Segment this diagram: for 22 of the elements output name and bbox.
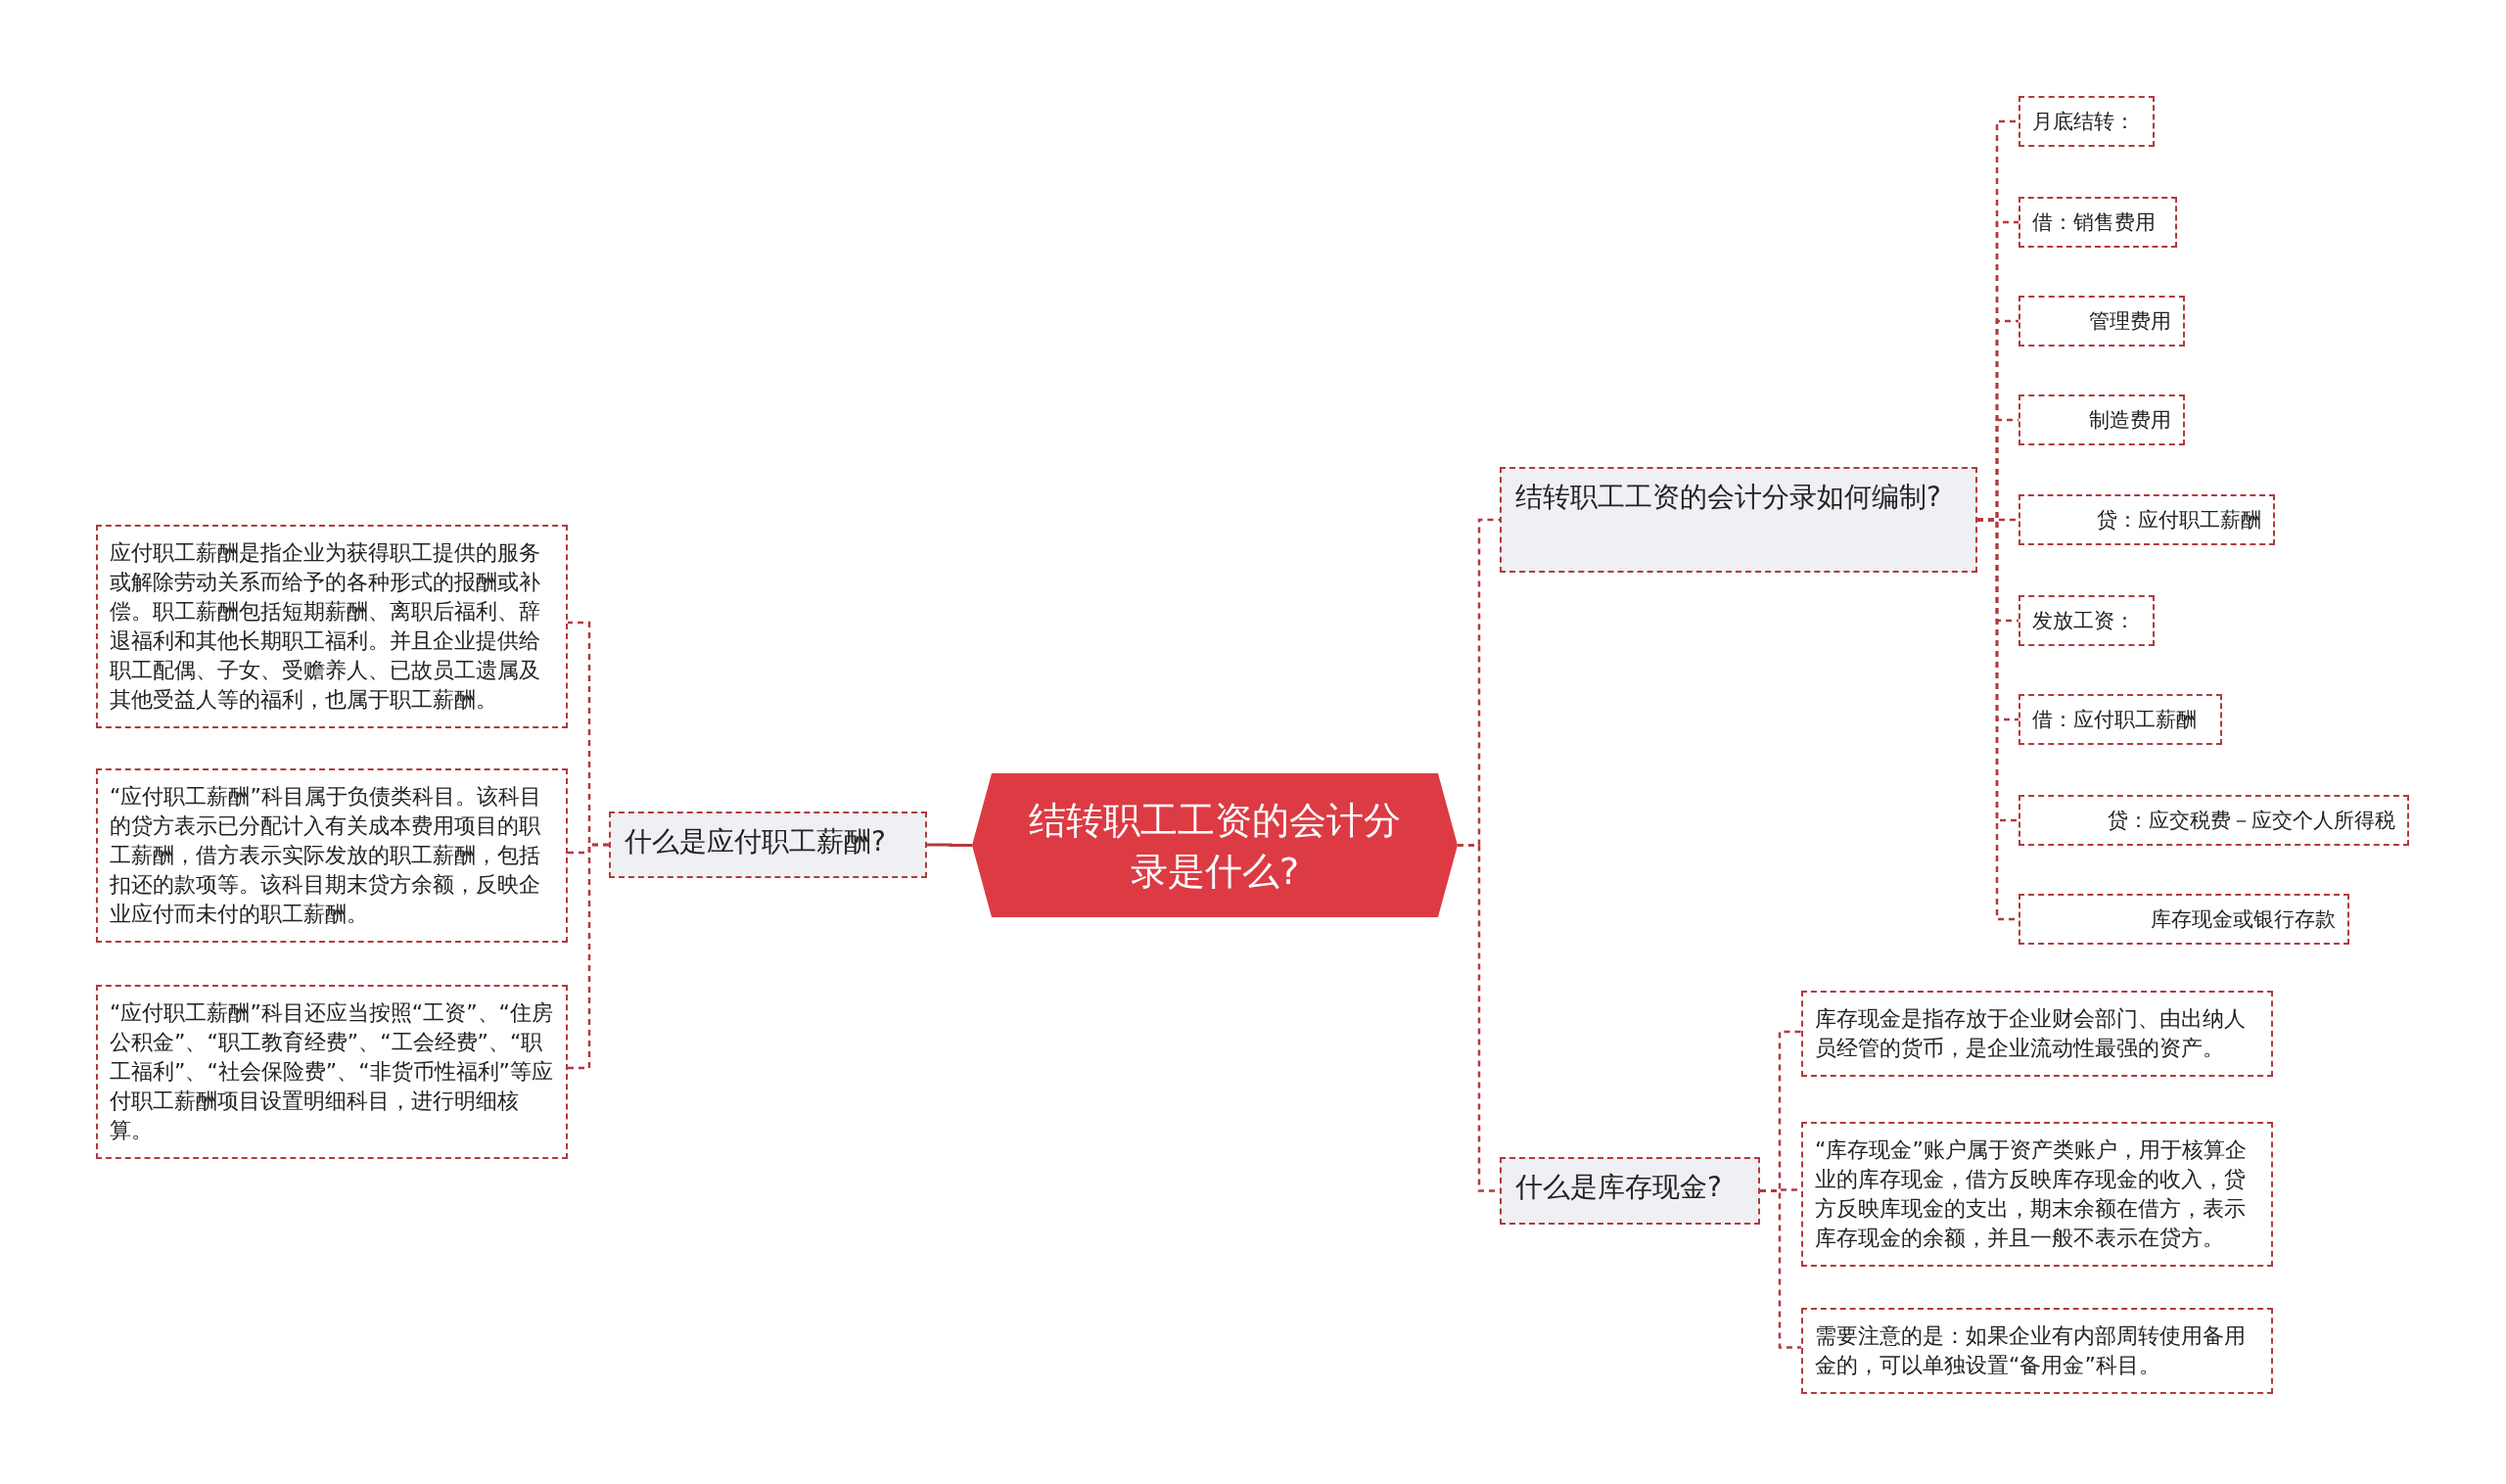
entry-box: 借：应付职工薪酬 bbox=[2019, 694, 2222, 745]
connector-line bbox=[927, 843, 972, 847]
entry-box: 贷：应付职工薪酬 bbox=[2019, 494, 2275, 545]
text-box: “应付职工薪酬”科目还应当按照“工资”、“住房公积金”、“职工教育经费”、“工会经费”、“职工福利”、“社会保险费”、“非货币性福利”等应付职工薪酬项目设置明细科目，进行明细核算。 bbox=[96, 985, 568, 1159]
text-box: 应付职工薪酬是指企业为获得职工提供的服务或解除劳动关系而给予的各种形式的报酬或补偿。职工薪酬包括短期薪酬、离职后福利、辞退福利和其他长期职工福利。并且企业提供给职工配偶、子女、受赡养人、已故员工遗属及其他受益人等的福利，也属于职工薪酬。 bbox=[96, 525, 568, 728]
text-box: 需要注意的是：如果企业有内部周转使用备用金的，可以单独设置“备用金”科目。 bbox=[1801, 1308, 2273, 1394]
text-box: 库存现金是指存放于企业财会部门、由出纳人员经管的货币，是企业流动性最强的资产。 bbox=[1801, 991, 2273, 1077]
entry-box: 月底结转： bbox=[2019, 96, 2155, 147]
central-topic-hexagon: 结转职工工资的会计分录是什么? bbox=[972, 773, 1458, 917]
topic-box: 什么是应付职工薪酬? bbox=[609, 812, 927, 878]
entry-box: 制造费用 bbox=[2019, 394, 2185, 445]
entry-box: 发放工资： bbox=[2019, 595, 2155, 646]
entry-box: 贷：应交税费－应交个人所得税 bbox=[2019, 795, 2409, 846]
connector-line bbox=[568, 843, 609, 1070]
entry-box: 库存现金或银行存款 bbox=[2019, 894, 2349, 945]
text-box: “库存现金”账户属于资产类账户，用于核算企业的库存现金，借方反映库存现金的收入，贷方反映库现金的支出，期末余额在借方，表示库存现金的余额，并且一般不表示在贷方。 bbox=[1801, 1122, 2273, 1267]
entry-box: 借：销售费用 bbox=[2019, 197, 2177, 248]
connector-line bbox=[1760, 1189, 1801, 1349]
topic-box: 什么是库存现金? bbox=[1500, 1157, 1760, 1225]
topic-box: 结转职工工资的会计分录如何编制? bbox=[1500, 467, 1977, 573]
text-box: “应付职工薪酬”科目属于负债类科目。该科目的贷方表示已分配计入有关成本费用项目的职工薪酬，借方表示实际发放的职工薪酬，包括扣还的款项等。该科目期末贷方余额，反映企业应付而未付的职工薪酬。 bbox=[96, 768, 568, 943]
entry-box: 管理费用 bbox=[2019, 296, 2185, 347]
